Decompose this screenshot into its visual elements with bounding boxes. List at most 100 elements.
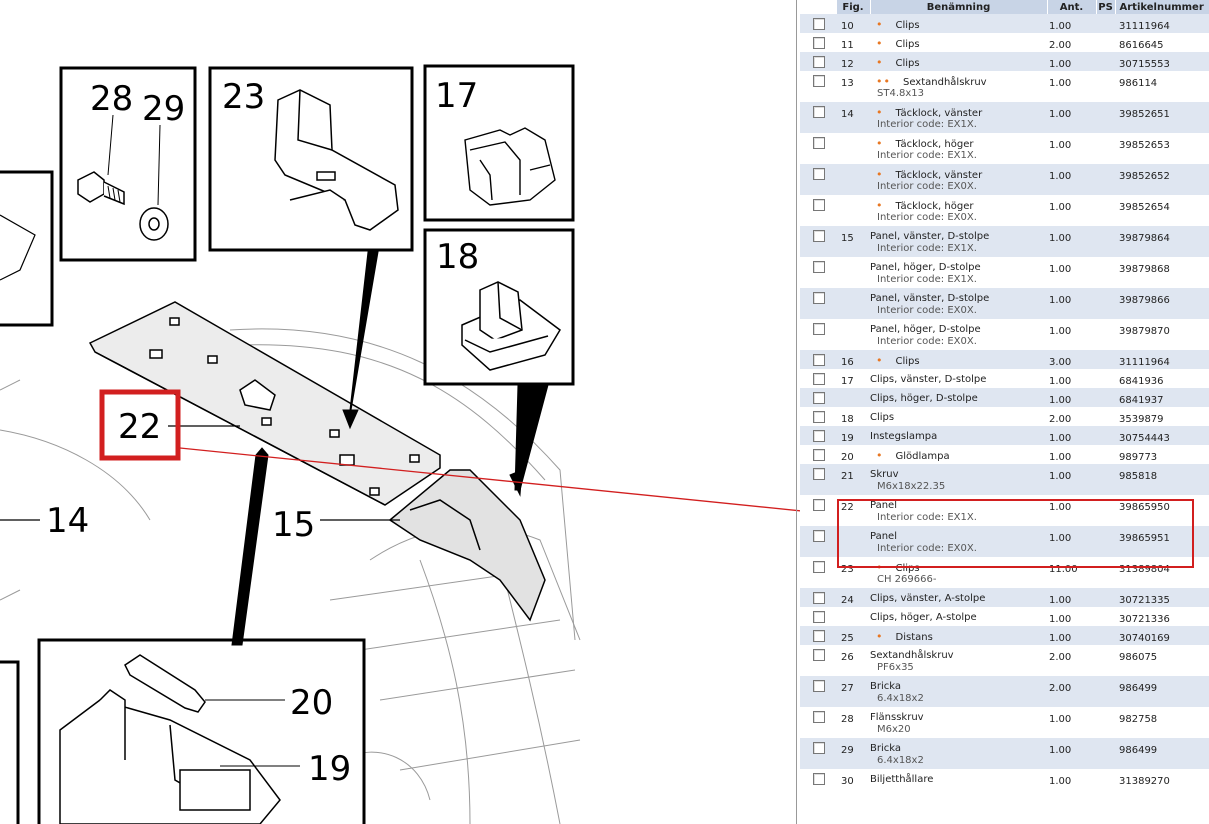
row-article: 31111964 bbox=[1119, 21, 1170, 32]
row-select-checkbox[interactable] bbox=[813, 449, 825, 461]
row-select-checkbox[interactable] bbox=[813, 292, 825, 304]
row-select-checkbox[interactable] bbox=[813, 373, 825, 385]
row-select-checkbox[interactable] bbox=[813, 499, 825, 511]
d-pillar-panel-drawing bbox=[388, 469, 546, 622]
row-name: Biljetthållare bbox=[870, 774, 934, 785]
row-name-line: Instegslampa bbox=[870, 430, 1047, 443]
row-name-line: Panel, höger, D-stolpe bbox=[870, 261, 1047, 274]
row-select-checkbox[interactable] bbox=[813, 106, 825, 118]
row-fig bbox=[836, 388, 870, 395]
row-sub: Interior code: EX1X. bbox=[877, 243, 977, 254]
row-select-checkbox[interactable] bbox=[813, 530, 825, 542]
row-name-line: •Täcklock, vänster bbox=[870, 106, 1047, 119]
callout-28: 28 bbox=[90, 79, 133, 119]
row-select-checkbox[interactable] bbox=[813, 230, 825, 242]
row-qty: 1.00 bbox=[1049, 233, 1072, 244]
row-qty: 1.00 bbox=[1049, 140, 1072, 151]
highlight-connector-line bbox=[179, 447, 800, 512]
callout-19: 19 bbox=[308, 749, 351, 789]
row-select-checkbox[interactable] bbox=[813, 75, 825, 87]
row-fig: 20 bbox=[841, 452, 854, 463]
row-article: 31389270 bbox=[1119, 776, 1170, 787]
row-bullet: • bbox=[876, 18, 884, 31]
column-header-fig: Fig. bbox=[836, 0, 871, 14]
bolt-drawing bbox=[77, 171, 125, 206]
row-select-checkbox[interactable] bbox=[813, 742, 825, 754]
pointer-arrows bbox=[231, 251, 549, 646]
row-name: Panel, vänster, D-stolpe bbox=[870, 293, 990, 304]
row-select-checkbox[interactable] bbox=[813, 37, 825, 49]
row-select-checkbox[interactable] bbox=[813, 611, 825, 623]
row-bullet: •• bbox=[876, 75, 891, 88]
row-qty: 1.00 bbox=[1049, 595, 1072, 606]
row-select-checkbox[interactable] bbox=[813, 468, 825, 480]
row-qty: 1.00 bbox=[1049, 502, 1072, 513]
row-qty: 1.00 bbox=[1049, 78, 1072, 89]
row-select-checkbox[interactable] bbox=[813, 649, 825, 661]
row-qty: 1.00 bbox=[1049, 264, 1072, 275]
row-select-checkbox[interactable] bbox=[813, 168, 825, 180]
selected-rows-highlight bbox=[837, 499, 1194, 568]
row-qty: 1.00 bbox=[1049, 776, 1072, 787]
row-select-checkbox[interactable] bbox=[813, 323, 825, 335]
row-select-checkbox[interactable] bbox=[813, 630, 825, 642]
row-name: Clips, höger, D-stolpe bbox=[870, 393, 978, 404]
panel-divider bbox=[796, 0, 797, 824]
callout-23: 23 bbox=[222, 77, 265, 117]
row-select-checkbox[interactable] bbox=[813, 18, 825, 30]
row-select-checkbox[interactable] bbox=[813, 137, 825, 149]
row-fig: 10 bbox=[841, 21, 854, 32]
row-sub: Interior code: EX1X. bbox=[877, 512, 977, 523]
row-article: 39865951 bbox=[1119, 533, 1170, 544]
row-name-line: Clips, höger, D-stolpe bbox=[870, 392, 1047, 405]
row-name: Panel bbox=[870, 531, 897, 542]
row-name-line: •Clips bbox=[870, 354, 1047, 367]
row-select-checkbox[interactable] bbox=[813, 392, 825, 404]
row-fig: 12 bbox=[841, 59, 854, 70]
row-qty: 1.00 bbox=[1049, 326, 1072, 337]
row-select-checkbox[interactable] bbox=[813, 354, 825, 366]
row-fig: 14 bbox=[841, 109, 854, 120]
row-article: 986075 bbox=[1119, 652, 1158, 663]
row-qty: 2.00 bbox=[1049, 414, 1072, 425]
callout-15: 15 bbox=[272, 505, 315, 545]
row-sub: ST4.8x13 bbox=[877, 88, 925, 99]
row-name-line: •Clips bbox=[870, 18, 1047, 31]
row-select-checkbox[interactable] bbox=[813, 680, 825, 692]
row-qty: 2.00 bbox=[1049, 683, 1072, 694]
row-article: 39852652 bbox=[1119, 171, 1170, 182]
row-name: Täcklock, höger bbox=[895, 201, 974, 212]
row-bullet: • bbox=[876, 449, 884, 462]
row-name-line: Panel, vänster, D-stolpe bbox=[870, 230, 1047, 243]
row-select-checkbox[interactable] bbox=[813, 711, 825, 723]
row-fig: 16 bbox=[841, 357, 854, 368]
row-qty: 1.00 bbox=[1049, 109, 1072, 120]
row-select-checkbox[interactable] bbox=[813, 561, 825, 573]
row-select-checkbox[interactable] bbox=[813, 261, 825, 273]
row-select-checkbox[interactable] bbox=[813, 199, 825, 211]
row-name-line: •Täcklock, höger bbox=[870, 137, 1047, 150]
row-select-checkbox[interactable] bbox=[813, 430, 825, 442]
row-name-line: Skruv bbox=[870, 468, 1047, 481]
row-bullet: • bbox=[876, 354, 884, 367]
row-name-line: Bricka bbox=[870, 680, 1047, 693]
row-select-checkbox[interactable] bbox=[813, 56, 825, 68]
row-bullet: • bbox=[876, 199, 884, 212]
row-select-checkbox[interactable] bbox=[813, 411, 825, 423]
row-fig: 17 bbox=[841, 376, 854, 387]
row-bullet: • bbox=[876, 56, 884, 69]
row-select-checkbox[interactable] bbox=[813, 592, 825, 604]
row-name-line: Bricka bbox=[870, 742, 1047, 755]
row-fig bbox=[836, 607, 870, 614]
row-name-line: Biljetthållare bbox=[870, 773, 1047, 786]
row-select-checkbox[interactable] bbox=[813, 773, 825, 785]
